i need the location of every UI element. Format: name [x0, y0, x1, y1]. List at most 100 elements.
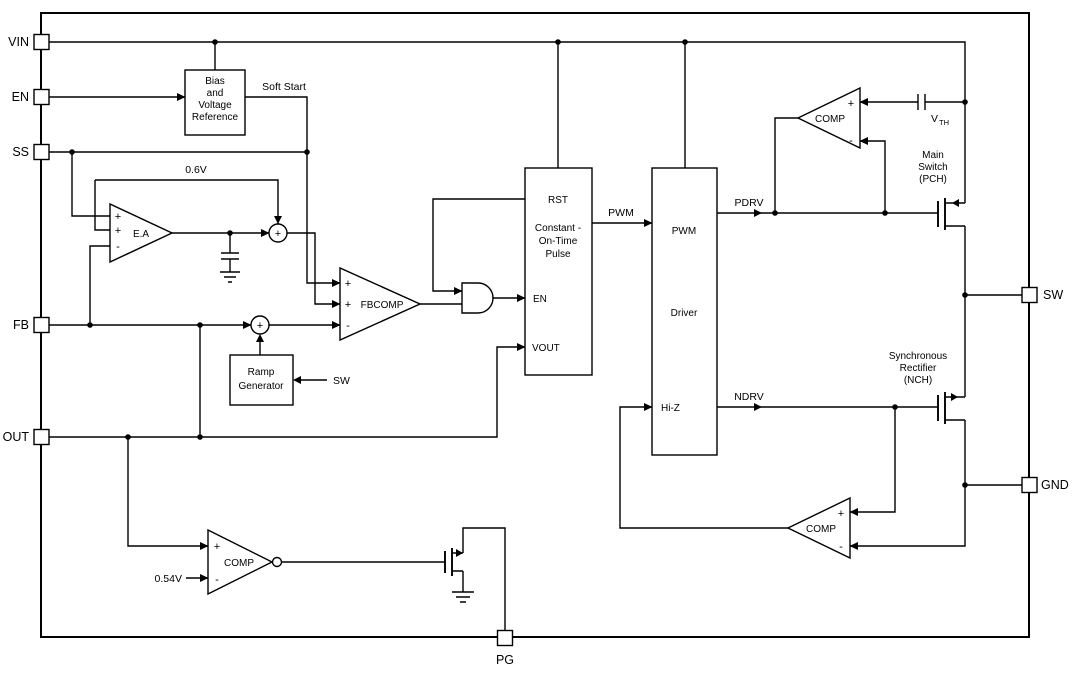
fbcomp-plus-2: +	[345, 299, 351, 311]
ea-minus: -	[116, 241, 120, 253]
compbot-label: COMP	[806, 524, 836, 535]
pgcomp-label: COMP	[224, 558, 254, 569]
net-fb-to-ea	[89, 245, 110, 325]
pin-gnd	[1021, 476, 1038, 494]
pin-label-gnd: GND	[1041, 478, 1069, 492]
ramp-box	[229, 354, 294, 406]
cot-en-label: EN	[533, 294, 547, 305]
cot-box	[524, 167, 593, 376]
fbcomp-comparator	[339, 266, 422, 342]
net-comptop-minus	[859, 137, 886, 213]
pg-comparator	[207, 528, 274, 596]
bias-label-4: Reference	[192, 112, 239, 123]
cot-rst-label: RST	[548, 195, 568, 206]
ea-label: E.A	[133, 229, 149, 240]
cot-vout-label: VOUT	[532, 343, 560, 354]
pgcomp-minus: -	[215, 574, 219, 586]
sync-rect-label-1: Synchronous	[889, 351, 947, 362]
driver-hiz-label: Hi-Z	[661, 403, 680, 414]
cot-body-1: Constant -	[535, 223, 581, 234]
pin-label-vin: VIN	[8, 35, 29, 49]
fbcomp-label: FBCOMP	[361, 300, 404, 311]
sync-rect-label-2: Rectifier	[900, 363, 937, 374]
net-out-to-vout	[49, 343, 526, 438]
ndrv-arrow	[754, 403, 762, 411]
main-switch-label-3: (PCH)	[919, 174, 947, 185]
wires	[49, 41, 1022, 630]
sync-rect-label-3: (NCH)	[904, 375, 932, 386]
sw-stub-arrow	[293, 376, 301, 384]
bias-label-2: and	[207, 88, 224, 99]
pdrv-arrow	[754, 209, 762, 217]
pgfet-arrow	[456, 549, 463, 557]
ramp-label-1: Ramp	[248, 367, 275, 378]
main-switch-label-2: Switch	[918, 162, 947, 173]
pg-comparator-bubble	[271, 556, 283, 568]
net-compbot-minus	[849, 485, 966, 550]
compbot-plus: +	[838, 508, 844, 520]
sw-ramp-label: SW	[333, 375, 350, 387]
pgcomp-plus: +	[214, 541, 220, 553]
fbcomp-minus: -	[346, 320, 350, 332]
pin-label-pg: PG	[496, 653, 514, 667]
ea-amplifier	[109, 202, 174, 264]
pwm-label: PWM	[608, 207, 634, 219]
pins	[33, 33, 1038, 647]
pin-label-ss: SS	[12, 145, 29, 159]
compbot-minus: -	[839, 541, 843, 553]
cot-body-3: Pulse	[545, 249, 570, 260]
fbcomp-plus-1: +	[345, 278, 351, 290]
ea-plus-1: +	[115, 211, 121, 223]
summing-junction-1	[268, 223, 288, 243]
pin-label-sw: SW	[1043, 288, 1063, 302]
ground-symbol-pgfet	[452, 591, 474, 603]
ea-plus-2: +	[115, 225, 121, 237]
ndrv-label: NDRV	[734, 391, 764, 403]
net-compbot-plus	[849, 407, 896, 516]
net-soft-start	[245, 96, 341, 287]
sum2-plus: +	[257, 320, 263, 332]
nmos-arrow	[951, 393, 958, 401]
net-rst-to-and	[432, 198, 525, 295]
net-pgfet-drain	[462, 527, 506, 630]
pin-vin	[33, 33, 50, 51]
ramp-arrow	[256, 334, 264, 342]
vth-label: V	[931, 113, 938, 125]
net-compbot-to-hiz	[619, 403, 788, 529]
driver-label: Driver	[671, 308, 698, 319]
driver-box	[651, 167, 718, 456]
0v6-arrow	[274, 216, 282, 224]
comp-bottom	[786, 496, 851, 560]
ground-symbol-cap	[220, 271, 240, 283]
net-0v6	[95, 179, 279, 224]
comp-top	[796, 86, 861, 150]
driver-pwm-label: PWM	[672, 226, 696, 237]
pin-ss	[33, 143, 50, 161]
0v54-label: 0.54V	[155, 573, 182, 585]
comptop-plus: +	[848, 98, 854, 110]
arrowheads	[256, 199, 959, 557]
vth-sub-label: TH	[939, 118, 949, 127]
net-0v6-to-ea	[94, 180, 110, 231]
soft-start-label: Soft Start	[262, 81, 306, 93]
net-out-to-pgcomp	[127, 437, 209, 550]
0v6-label: 0.6V	[185, 164, 207, 176]
and-gate	[461, 282, 494, 314]
sum1-plus: +	[275, 228, 281, 240]
pin-label-fb: FB	[13, 318, 29, 332]
bias-label-1: Bias	[205, 76, 224, 87]
ramp-label-2: Generator	[238, 381, 284, 392]
net-vin-top	[49, 41, 966, 203]
main-switch-label-1: Main	[922, 150, 944, 161]
net-comptop-out	[774, 117, 798, 213]
pdrv-label: PDRV	[735, 197, 764, 209]
pin-fb	[33, 316, 50, 334]
net-ss-to-ea	[71, 152, 110, 217]
pin-sw	[1021, 286, 1038, 304]
junction-dots	[69, 39, 968, 488]
comptop-minus: -	[849, 135, 853, 147]
pin-label-en: EN	[12, 90, 29, 104]
pmos-arrow	[952, 199, 959, 207]
cot-body-2: On-Time	[539, 236, 578, 247]
